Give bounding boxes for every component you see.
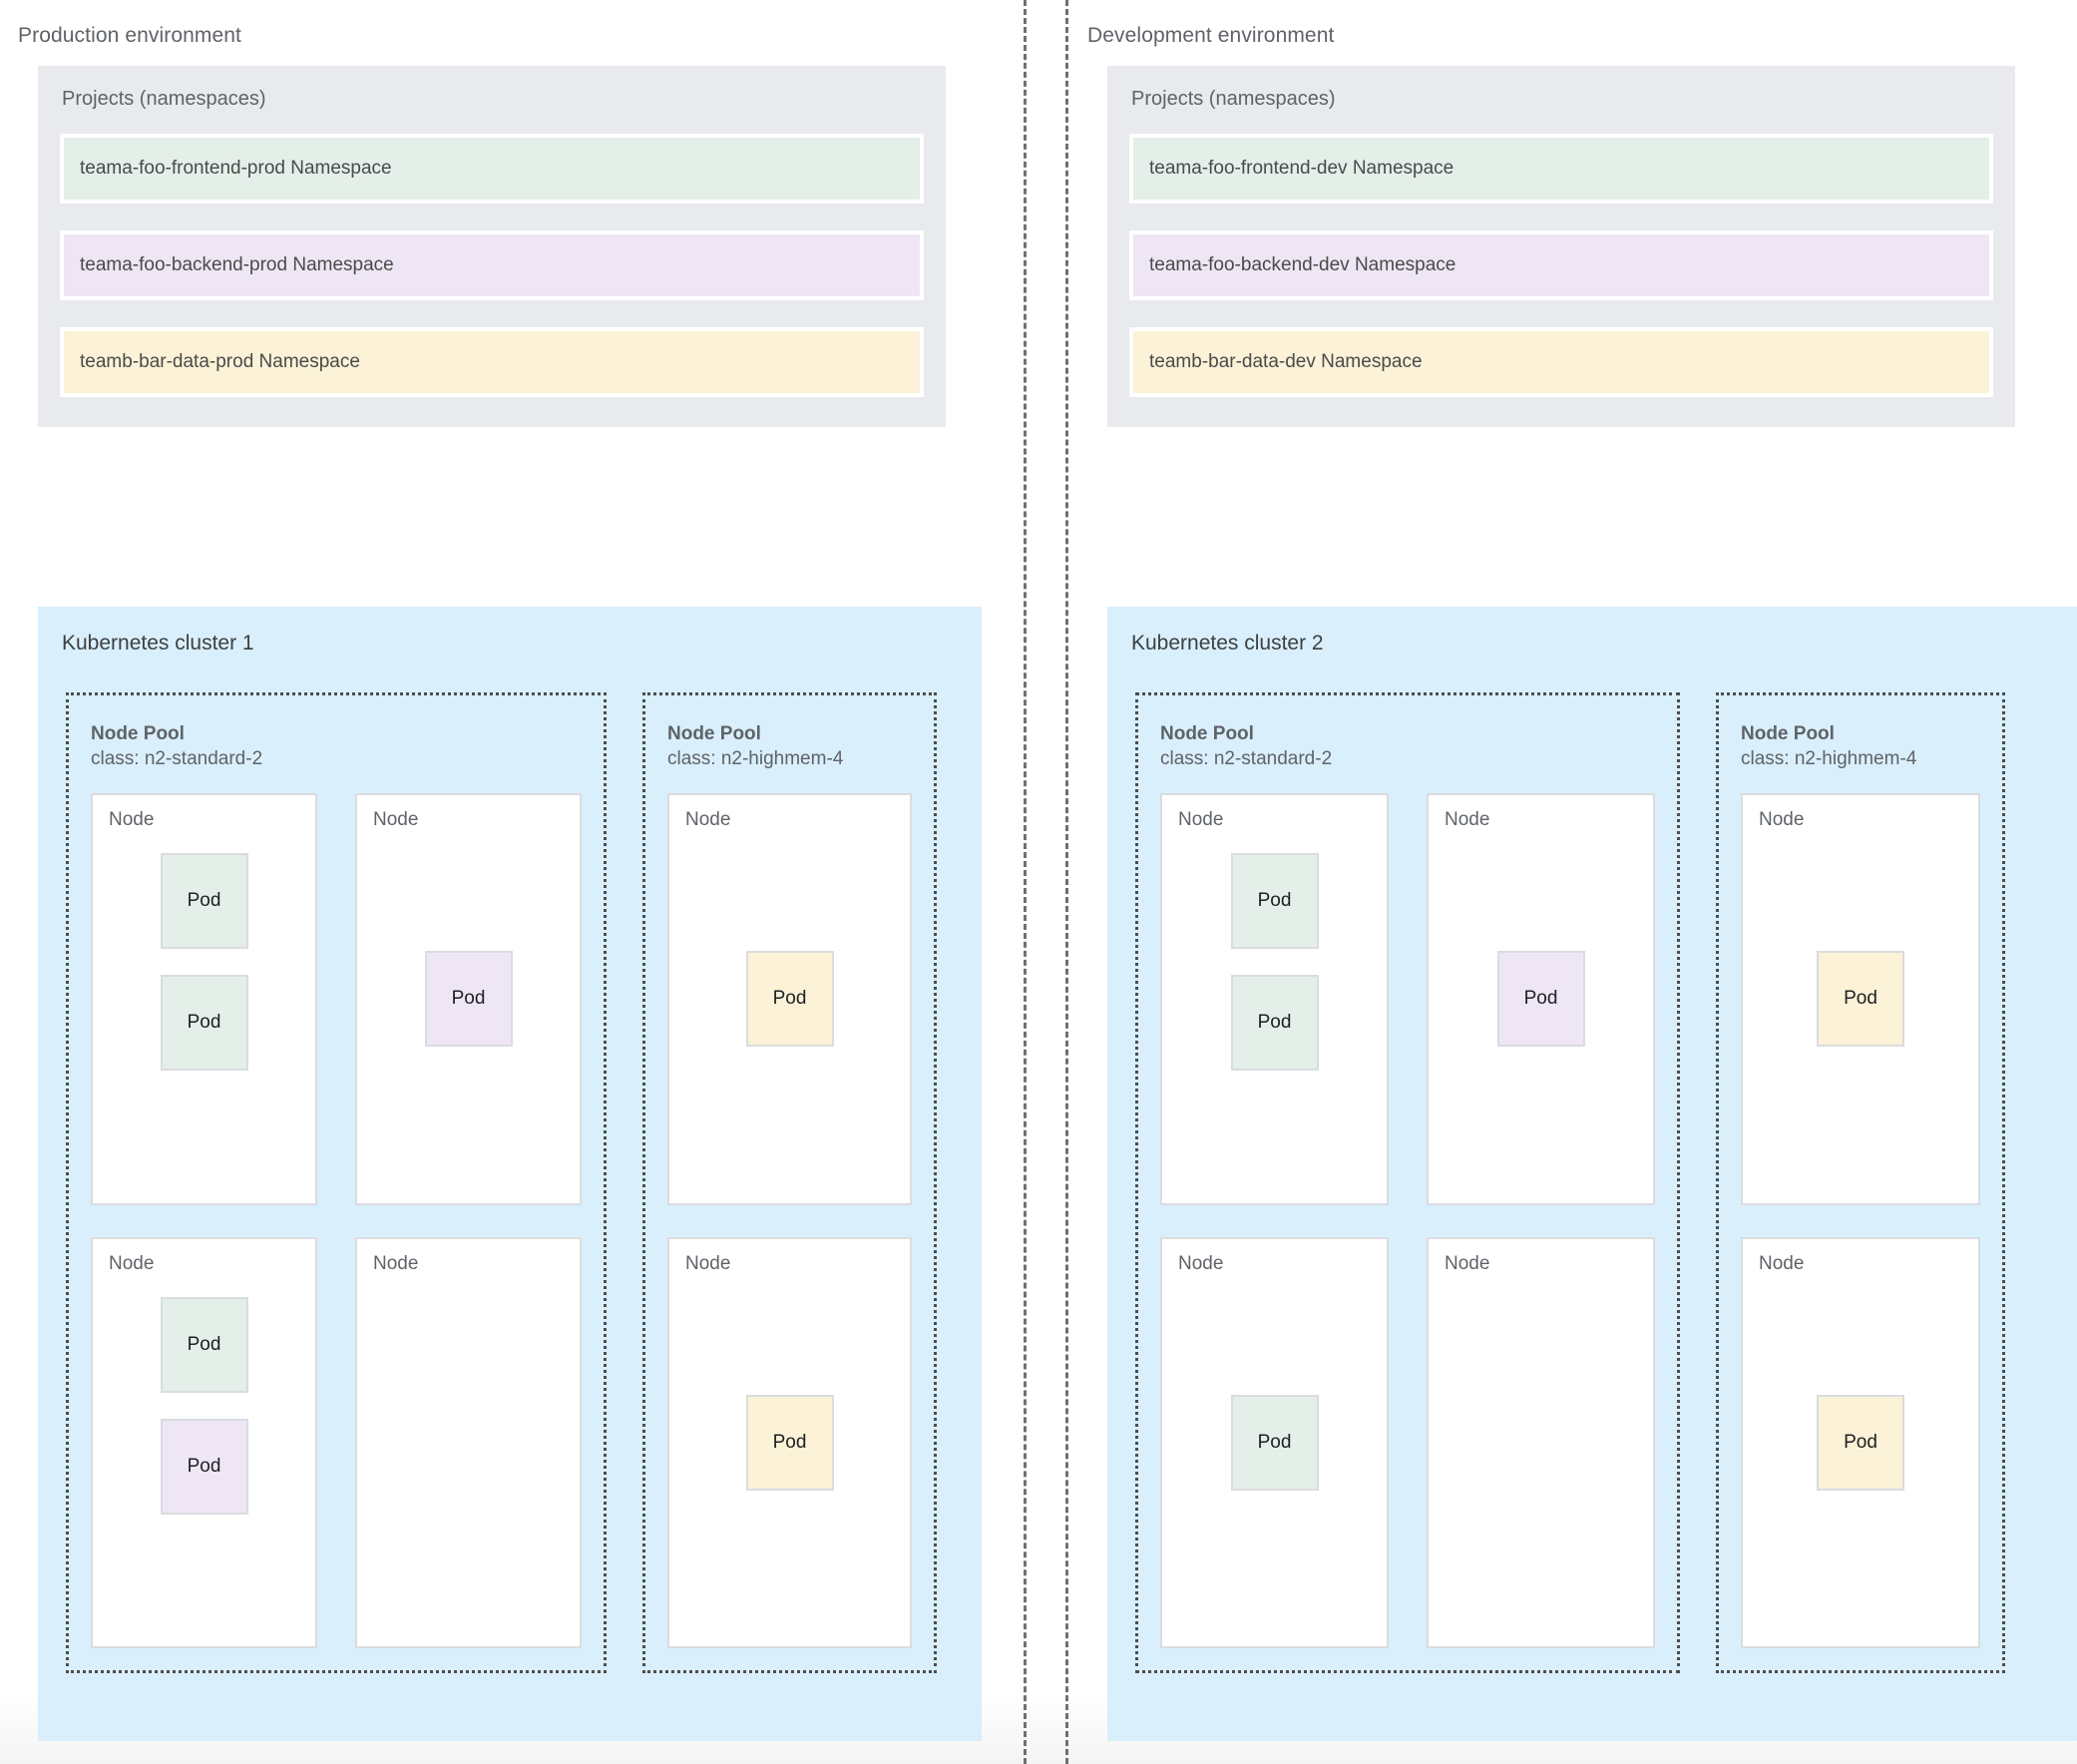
environment-divider-left bbox=[1024, 0, 1027, 1764]
node-label: Node bbox=[1445, 809, 1490, 831]
node-label: Node bbox=[1178, 1252, 1224, 1274]
node-label: Node bbox=[373, 1252, 419, 1274]
node-grid: Node Pod Node Pod bbox=[1741, 793, 1980, 1648]
node-card[interactable]: Node Pod bbox=[1160, 1236, 1389, 1648]
node-pool-title: Node Pool bbox=[1160, 723, 1254, 744]
node-pool-list: Node Pool class: n2-standard-2 Node Pod … bbox=[66, 692, 968, 1673]
environment-production: Production environment Projects (namespa… bbox=[0, 0, 984, 1764]
node-grid: Node Pod Node Pod bbox=[667, 793, 912, 1648]
namespace-list: teama-foo-frontend-prod Namespace teama-… bbox=[60, 134, 924, 397]
cluster-title: Kubernetes cluster 2 bbox=[1131, 632, 1324, 655]
namespace-label: teamb-bar-data-prod Namespace bbox=[80, 351, 360, 372]
pod-box[interactable]: Pod bbox=[1496, 951, 1585, 1048]
environment-title: Development environment bbox=[1087, 24, 1335, 47]
node-label: Node bbox=[373, 809, 419, 831]
environment-divider-right bbox=[1065, 0, 1068, 1764]
pod-box[interactable]: Pod bbox=[1817, 951, 1904, 1048]
pod-box[interactable]: Pod bbox=[745, 1394, 834, 1491]
node-card[interactable]: Node Pod bbox=[355, 793, 582, 1205]
pod-box[interactable]: Pod bbox=[1817, 1394, 1904, 1491]
namespace-item[interactable]: teama-foo-backend-prod Namespace bbox=[60, 230, 924, 300]
node-pool-class: class: n2-highmem-4 bbox=[667, 748, 844, 770]
node-label: Node bbox=[1759, 1252, 1805, 1274]
node-card[interactable]: Node bbox=[355, 1236, 582, 1648]
node-pool: Node Pool class: n2-highmem-4 Node Pod N… bbox=[1716, 692, 2005, 1673]
namespace-label: teamb-bar-data-dev Namespace bbox=[1149, 351, 1423, 372]
pod-box[interactable]: Pod bbox=[160, 853, 248, 950]
pod-box[interactable]: Pod bbox=[1230, 853, 1319, 950]
node-pool-header: Node Pool class: n2-standard-2 bbox=[91, 721, 582, 771]
namespace-item[interactable]: teamb-bar-data-dev Namespace bbox=[1129, 327, 1993, 397]
node-pool-header: Node Pool class: n2-standard-2 bbox=[1160, 721, 1655, 771]
pod-box[interactable]: Pod bbox=[745, 951, 834, 1048]
namespace-list: teama-foo-frontend-dev Namespace teama-f… bbox=[1129, 134, 1993, 397]
node-card[interactable]: Node Pod Pod bbox=[91, 793, 317, 1205]
node-pool-class: class: n2-highmem-4 bbox=[1741, 748, 1917, 770]
node-card[interactable]: Node Pod bbox=[1741, 793, 1980, 1205]
pod-box[interactable]: Pod bbox=[160, 1418, 248, 1515]
node-pool-header: Node Pool class: n2-highmem-4 bbox=[1741, 721, 1980, 771]
node-pool-list: Node Pool class: n2-standard-2 Node Pod … bbox=[1135, 692, 2075, 1673]
node-label: Node bbox=[685, 1252, 731, 1274]
node-grid: Node Pod Pod Node Pod Node Pod Pod bbox=[91, 793, 582, 1648]
namespace-item[interactable]: teamb-bar-data-prod Namespace bbox=[60, 327, 924, 397]
node-card[interactable]: Node Pod bbox=[667, 793, 912, 1205]
node-card[interactable]: Node Pod bbox=[667, 1236, 912, 1648]
projects-panel-title: Projects (namespaces) bbox=[62, 88, 266, 110]
namespace-item[interactable]: teama-foo-frontend-prod Namespace bbox=[60, 134, 924, 204]
node-label: Node bbox=[1445, 1252, 1490, 1274]
projects-panel: Projects (namespaces) teama-foo-frontend… bbox=[1107, 66, 2015, 427]
node-pool: Node Pool class: n2-standard-2 Node Pod … bbox=[1135, 692, 1680, 1673]
pod-box[interactable]: Pod bbox=[160, 1296, 248, 1393]
node-card[interactable]: Node Pod Pod bbox=[1160, 793, 1389, 1205]
cluster-title: Kubernetes cluster 1 bbox=[62, 632, 254, 655]
pod-box[interactable]: Pod bbox=[424, 951, 513, 1048]
pod-box[interactable]: Pod bbox=[1230, 1394, 1319, 1491]
node-grid: Node Pod Pod Node Pod Node Pod bbox=[1160, 793, 1655, 1648]
node-card[interactable]: Node Pod bbox=[1741, 1236, 1980, 1648]
node-pool-class: class: n2-standard-2 bbox=[91, 748, 263, 770]
node-pool-title: Node Pool bbox=[1741, 723, 1835, 744]
pod-box[interactable]: Pod bbox=[160, 975, 248, 1072]
node-pool: Node Pool class: n2-highmem-4 Node Pod N… bbox=[642, 692, 937, 1673]
node-label: Node bbox=[109, 1252, 155, 1274]
namespace-item[interactable]: teama-foo-backend-dev Namespace bbox=[1129, 230, 1993, 300]
node-card[interactable]: Node Pod bbox=[1427, 793, 1655, 1205]
node-pool-header: Node Pool class: n2-highmem-4 bbox=[667, 721, 912, 771]
environment-development: Development environment Projects (namesp… bbox=[1069, 0, 2077, 1764]
node-card[interactable]: Node bbox=[1427, 1236, 1655, 1648]
kubernetes-cluster-panel: Kubernetes cluster 2 Node Pool class: n2… bbox=[1107, 607, 2077, 1741]
node-label: Node bbox=[685, 809, 731, 831]
projects-panel-title: Projects (namespaces) bbox=[1131, 88, 1336, 110]
namespace-label: teama-foo-backend-dev Namespace bbox=[1149, 254, 1456, 275]
node-label: Node bbox=[109, 809, 155, 831]
node-pool-class: class: n2-standard-2 bbox=[1160, 748, 1333, 770]
node-pool: Node Pool class: n2-standard-2 Node Pod … bbox=[66, 692, 607, 1673]
namespace-label: teama-foo-backend-prod Namespace bbox=[80, 254, 394, 275]
node-label: Node bbox=[1759, 809, 1805, 831]
node-card[interactable]: Node Pod Pod bbox=[91, 1236, 317, 1648]
namespace-label: teama-foo-frontend-prod Namespace bbox=[80, 158, 392, 179]
environment-title: Production environment bbox=[18, 24, 241, 47]
node-label: Node bbox=[1178, 809, 1224, 831]
pod-box[interactable]: Pod bbox=[1230, 975, 1319, 1072]
node-pool-title: Node Pool bbox=[91, 723, 185, 744]
projects-panel: Projects (namespaces) teama-foo-frontend… bbox=[38, 66, 946, 427]
kubernetes-cluster-panel: Kubernetes cluster 1 Node Pool class: n2… bbox=[38, 607, 982, 1741]
node-pool-title: Node Pool bbox=[667, 723, 761, 744]
namespace-label: teama-foo-frontend-dev Namespace bbox=[1149, 158, 1454, 179]
namespace-item[interactable]: teama-foo-frontend-dev Namespace bbox=[1129, 134, 1993, 204]
